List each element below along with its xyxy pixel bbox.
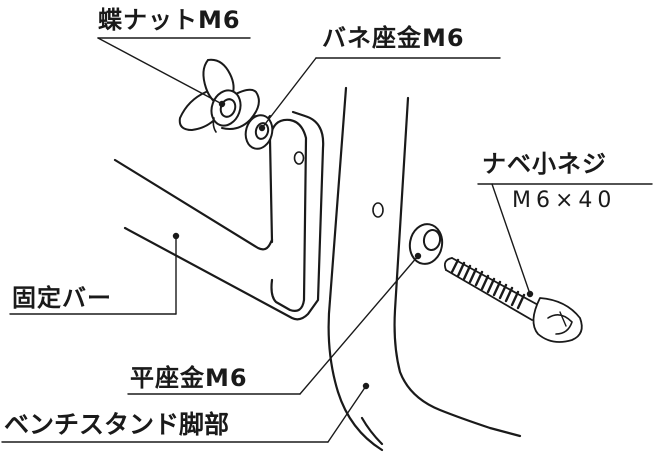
label-flat-washer: 平座金M6	[130, 364, 248, 392]
label-pan-screw-size: M6×40	[512, 188, 617, 213]
label-pan-screw-name: ナベ小ネジ	[482, 150, 607, 178]
flat-washer-shape	[408, 223, 444, 265]
label-spring-washer: バネ座金M6	[322, 24, 465, 52]
fixing-bar-shape	[113, 110, 325, 321]
wing-nut-shape	[178, 58, 260, 133]
label-wing-nut: 蝶ナットM6	[98, 6, 241, 34]
pan-screw-shape	[443, 257, 583, 343]
leader-lines	[1, 37, 653, 443]
bench-leg-shape	[327, 86, 522, 452]
label-bench-stand-leg: ベンチスタンド脚部	[4, 410, 230, 439]
label-fixing-bar: 固定バー	[12, 284, 112, 312]
